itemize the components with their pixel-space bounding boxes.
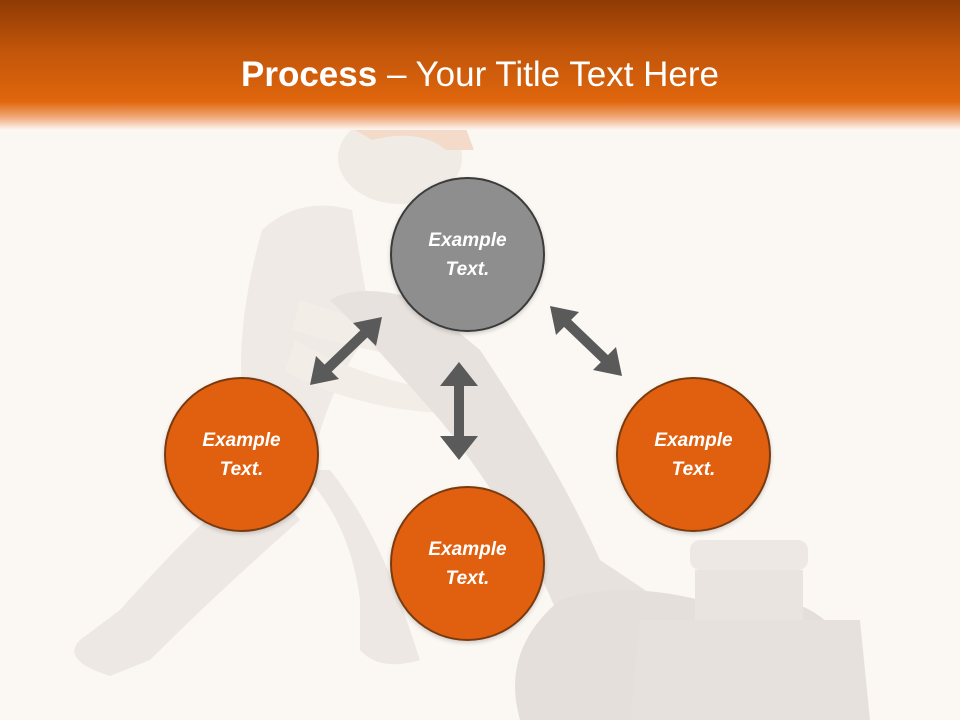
title-banner [0, 0, 960, 130]
process-node-left: Example Text. [164, 377, 319, 532]
slide-title: Process – Your Title Text Here [0, 52, 960, 98]
title-bold: Process [241, 55, 378, 94]
arrow-top-right [550, 306, 622, 376]
node-text: Example Text. [428, 538, 507, 589]
process-node-top: Example Text. [390, 177, 545, 332]
arrow-top-left [310, 317, 382, 385]
process-node-right: Example Text. [616, 377, 771, 532]
title-rest: – Your Title Text Here [377, 55, 719, 94]
node-text: Example Text. [654, 429, 733, 480]
arrow-vertical [440, 362, 478, 460]
node-text: Example Text. [428, 229, 507, 280]
process-node-bottom: Example Text. [390, 486, 545, 641]
node-text: Example Text. [202, 429, 281, 480]
